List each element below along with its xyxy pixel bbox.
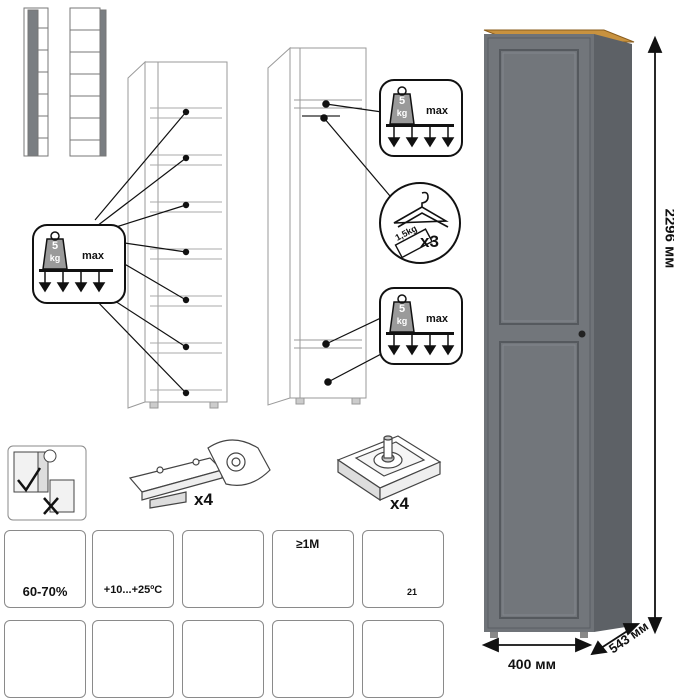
care-panel-no-heavy-load [362, 620, 444, 698]
hanger-badge [379, 182, 461, 264]
load-badge-left-weight: 5 [51, 240, 59, 252]
tile-number-label: 21 [407, 587, 418, 597]
care-panel-no-liquid [4, 620, 86, 698]
foot-count: x4 [390, 494, 409, 513]
door-hinge-panel-drawing [7, 445, 87, 521]
cabinet-rail-open-drawing [267, 46, 367, 406]
load-badge-top [379, 79, 463, 157]
height-dimension: 2296 мм [661, 208, 674, 269]
hanger-load-tag [394, 228, 434, 259]
weight-icon [42, 231, 68, 270]
care-panel-humidity [4, 530, 86, 608]
care-panel-temperature [92, 530, 174, 608]
hinge-drawing [128, 439, 271, 509]
dimension-lines [481, 35, 663, 656]
cabinet-front-view [483, 29, 635, 638]
load-badge-left-unit: kg [49, 253, 61, 263]
care-panel-window-tiles [362, 530, 444, 608]
distance-label: ≥1M [296, 537, 320, 551]
temperature-label: +10...+25ºC [103, 584, 163, 596]
furniture-foot-drawing [336, 435, 442, 502]
load-badge-bottom [379, 287, 463, 365]
hinge-count: x4 [194, 490, 213, 509]
arrows-down-icon [38, 272, 106, 293]
load-badge-left-max: max [82, 250, 105, 262]
care-panel-sunlight [182, 530, 264, 608]
humidity-label: 60-70% [22, 584, 68, 599]
care-panel-no-scratch [182, 620, 264, 698]
load-badge-bottom-weight: 5 [398, 303, 406, 315]
shelf-pointer-dots [182, 108, 190, 397]
arrows-down-icon [387, 127, 455, 148]
load-badge-top-weight: 5 [398, 95, 406, 107]
load-badge-top-unit: kg [396, 108, 408, 118]
hanger-icon [393, 191, 449, 228]
care-panel-no-abrasive [92, 620, 174, 698]
hanger-count-label: x3 [420, 232, 439, 251]
care-panel-heater-distance [272, 530, 354, 608]
rail-pointer-lines [320, 100, 391, 386]
load-badge-bottom-unit: kg [396, 316, 408, 326]
cabinet-shelves-open-drawing [127, 60, 228, 409]
care-panel-no-moving [272, 620, 354, 698]
load-badge-left [32, 224, 126, 304]
width-dimension: 400 мм [508, 656, 556, 672]
thumbnail-cabinet-closed [23, 7, 49, 157]
thumbnail-cabinet-open [69, 7, 107, 157]
load-badge-top-max: max [426, 105, 449, 117]
arrows-down-icon [387, 335, 455, 356]
door-knob [578, 330, 586, 338]
load-badge-bottom-max: max [426, 313, 449, 325]
